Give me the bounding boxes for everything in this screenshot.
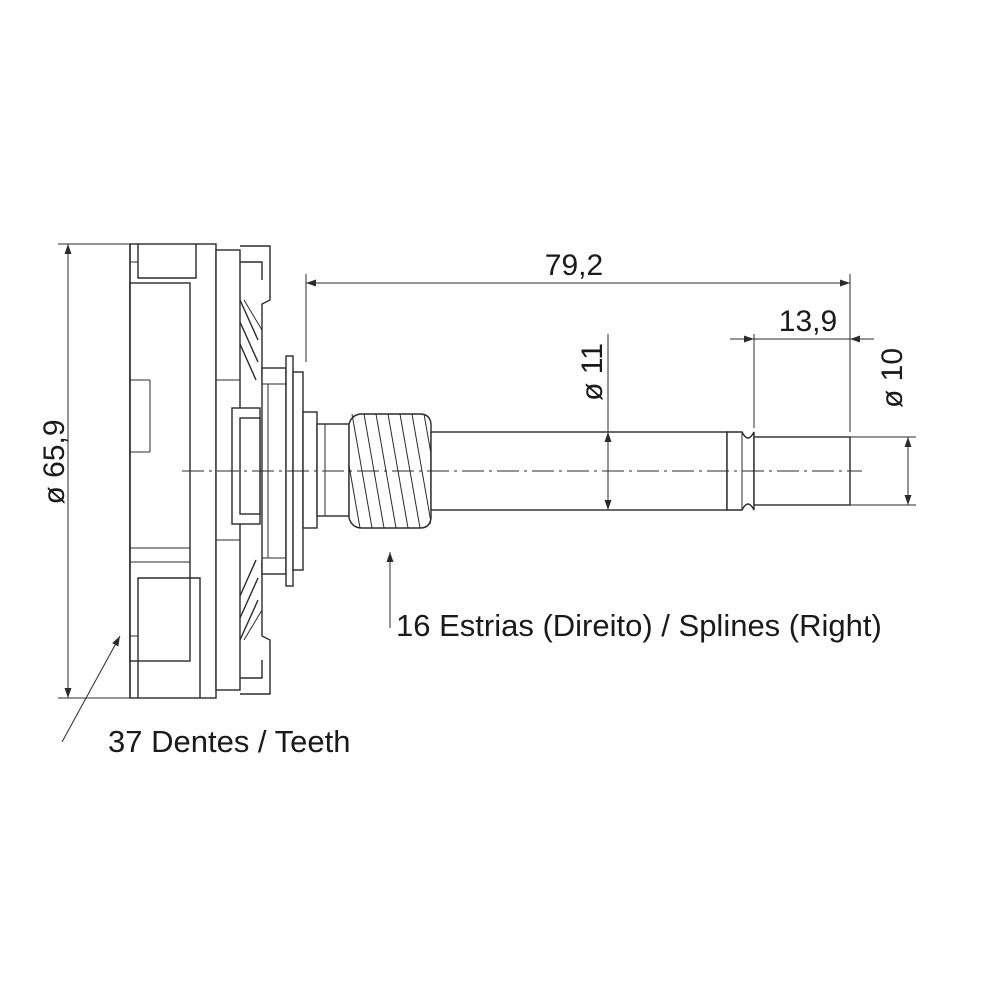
dim-shaft-diameter: ø 11 xyxy=(576,343,609,401)
splines-note: 16 Estrias (Direito) / Splines (Right) xyxy=(396,608,882,643)
dimension-overall-length: 79,2 xyxy=(305,249,851,432)
dimension-end-diameter: ø 10 xyxy=(850,348,916,506)
dim-end-length: 13,9 xyxy=(779,305,837,338)
teeth-callout: 37 Dentes / Teeth xyxy=(61,635,350,759)
dimension-end-length: 13,9 xyxy=(730,305,874,432)
dimension-shaft-diameter: ø 11 xyxy=(576,334,612,510)
splines-callout: 16 Estrias (Direito) / Splines (Right) xyxy=(386,552,882,643)
dim-gear-diameter: ø 65,9 xyxy=(38,419,71,504)
dim-overall-length: 79,2 xyxy=(545,249,603,282)
teeth-note: 37 Dentes / Teeth xyxy=(108,724,350,759)
dim-end-diameter: ø 10 xyxy=(876,348,909,408)
dimension-gear-diameter: ø 65,9 xyxy=(38,243,130,699)
pinion-shaft xyxy=(182,413,862,529)
